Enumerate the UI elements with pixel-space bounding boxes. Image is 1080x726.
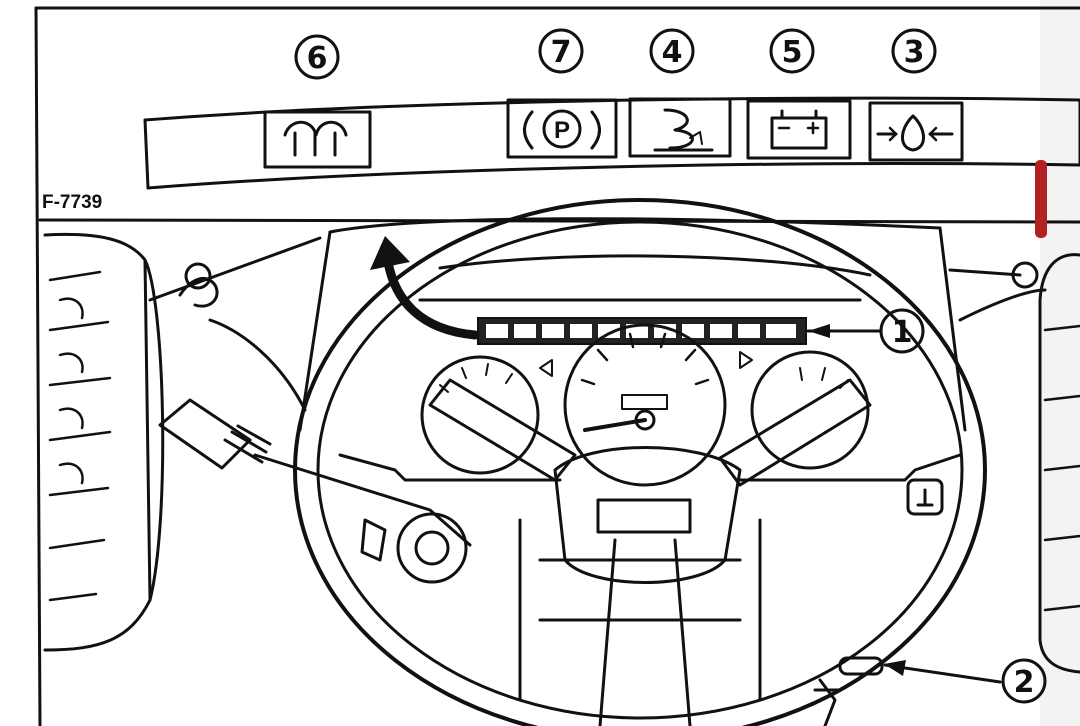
indicator-lamp-strip bbox=[477, 317, 807, 345]
lower-lever bbox=[813, 656, 884, 726]
left-gauge bbox=[420, 355, 540, 475]
callout-3: 3 bbox=[891, 28, 937, 74]
svg-text:3: 3 bbox=[904, 35, 925, 70]
glow-plug-icon bbox=[263, 110, 372, 169]
svg-text:5: 5 bbox=[782, 35, 803, 70]
battery-icon bbox=[746, 99, 852, 160]
tractor-dashboard bbox=[43, 198, 1080, 726]
callout-6: 6 bbox=[294, 34, 340, 80]
svg-text:P: P bbox=[554, 117, 570, 144]
svg-text:7: 7 bbox=[551, 35, 572, 70]
svg-text:2: 2 bbox=[1014, 665, 1035, 700]
svg-text:6: 6 bbox=[307, 41, 328, 76]
red-marker bbox=[1035, 160, 1047, 238]
left-tire bbox=[43, 232, 165, 652]
right-gauge bbox=[750, 350, 870, 470]
callout-5: 5 bbox=[769, 28, 815, 74]
indicator-inset: P F-7739 bbox=[34, 6, 1080, 726]
steering-wheel bbox=[293, 198, 987, 726]
svg-text:1: 1 bbox=[892, 315, 913, 350]
figure-code: F-7739 bbox=[42, 192, 102, 213]
callout-7: 7 bbox=[538, 28, 584, 74]
pto-icon bbox=[628, 97, 732, 158]
scan-margin bbox=[1040, 0, 1080, 726]
curved-arrow bbox=[370, 236, 480, 340]
callout-2: 2 bbox=[1001, 658, 1047, 704]
parking-brake-icon: P bbox=[506, 98, 618, 159]
callout-1: 1 bbox=[879, 308, 925, 354]
callout-4: 4 bbox=[649, 28, 695, 74]
key-switch bbox=[360, 512, 468, 584]
right-tire bbox=[1038, 253, 1080, 674]
throttle-lever bbox=[158, 398, 472, 547]
oil-pressure-icon bbox=[868, 101, 964, 162]
svg-text:4: 4 bbox=[662, 35, 683, 70]
tachometer bbox=[539, 323, 753, 487]
